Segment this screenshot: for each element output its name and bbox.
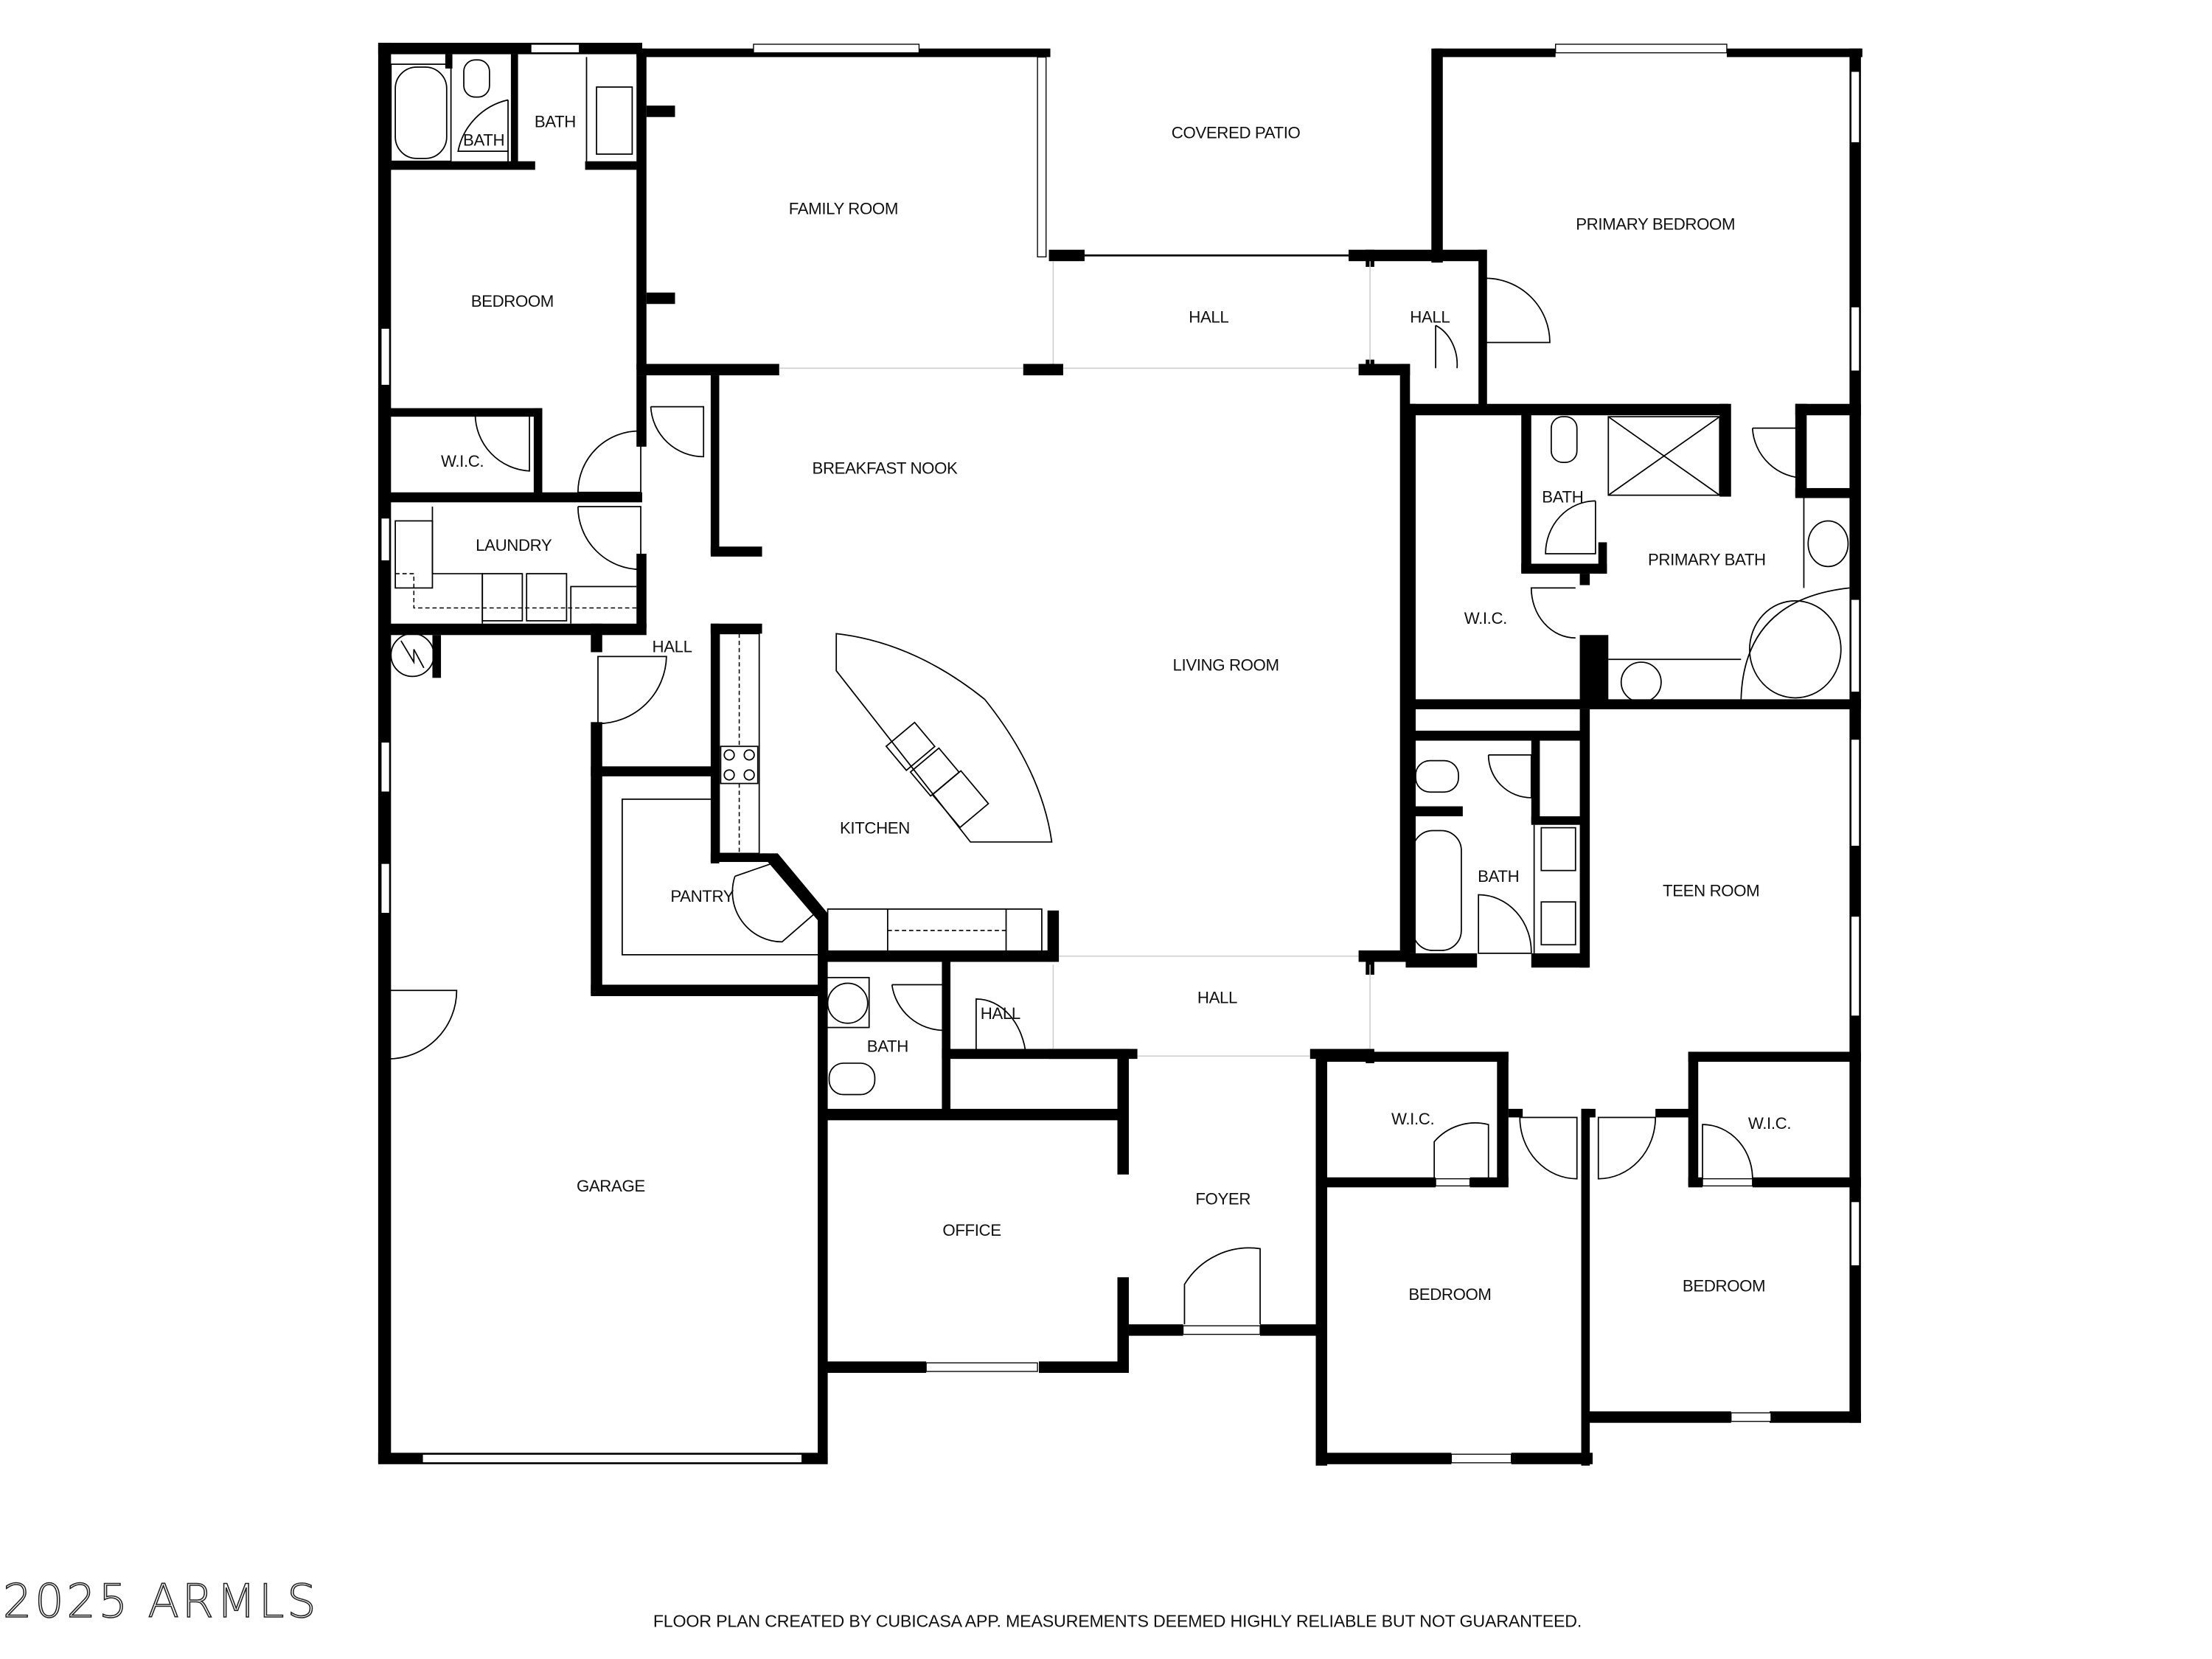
- room-label: HALL: [981, 1004, 1020, 1023]
- room-label: TEEN ROOM: [1663, 881, 1759, 900]
- room-label: W.I.C.: [441, 452, 484, 470]
- openings: [779, 254, 1371, 1057]
- room-label: COVERED PATIO: [1172, 124, 1301, 142]
- watermark: 2025 ARMLS: [3, 1575, 319, 1628]
- room-label: LIVING ROOM: [1173, 656, 1279, 675]
- room-label: BREAKFAST NOOK: [813, 459, 958, 478]
- room-label: KITCHEN: [840, 818, 910, 837]
- shower-icon: [1607, 416, 1721, 496]
- room-label: BEDROOM: [471, 292, 554, 310]
- room-labels: BATH BATH FAMILY ROOM COVERED PATIO PRIM…: [441, 112, 1792, 1304]
- disclaimer: FLOOR PLAN CREATED BY CUBICASA APP. MEAS…: [653, 1611, 1582, 1630]
- fixtures: [390, 57, 1850, 1096]
- room-label: PANTRY: [670, 887, 734, 905]
- room-label: W.I.C.: [1391, 1110, 1434, 1128]
- room-label: W.I.C.: [1464, 609, 1507, 627]
- room-label: BEDROOM: [1408, 1285, 1491, 1304]
- room-label: PRIMARY BATH: [1648, 550, 1766, 568]
- room-label: LAUNDRY: [476, 536, 552, 554]
- water-heater-icon: [390, 633, 435, 678]
- room-label: BATH: [535, 112, 576, 131]
- windows: [380, 44, 1860, 1464]
- room-label: HALL: [1197, 989, 1237, 1007]
- stove-icon: [720, 745, 759, 785]
- room-label: FAMILY ROOM: [789, 199, 898, 218]
- room-label: BATH: [463, 131, 504, 149]
- room-label: OFFICE: [942, 1221, 1001, 1239]
- room-label: HALL: [1189, 307, 1228, 326]
- room-label: BEDROOM: [1683, 1277, 1765, 1295]
- room-label: HALL: [1410, 307, 1450, 326]
- doors: [388, 99, 1806, 1335]
- room-label: HALL: [653, 638, 692, 656]
- room-label: BATH: [1478, 867, 1519, 886]
- room-label: BATH: [867, 1037, 908, 1055]
- walls: [378, 43, 1863, 1466]
- room-label: FOYER: [1195, 1190, 1251, 1208]
- room-label: BATH: [1542, 487, 1583, 506]
- room-label: W.I.C.: [1748, 1114, 1791, 1133]
- room-label: PRIMARY BEDROOM: [1576, 215, 1735, 234]
- room-label: GARAGE: [577, 1177, 645, 1195]
